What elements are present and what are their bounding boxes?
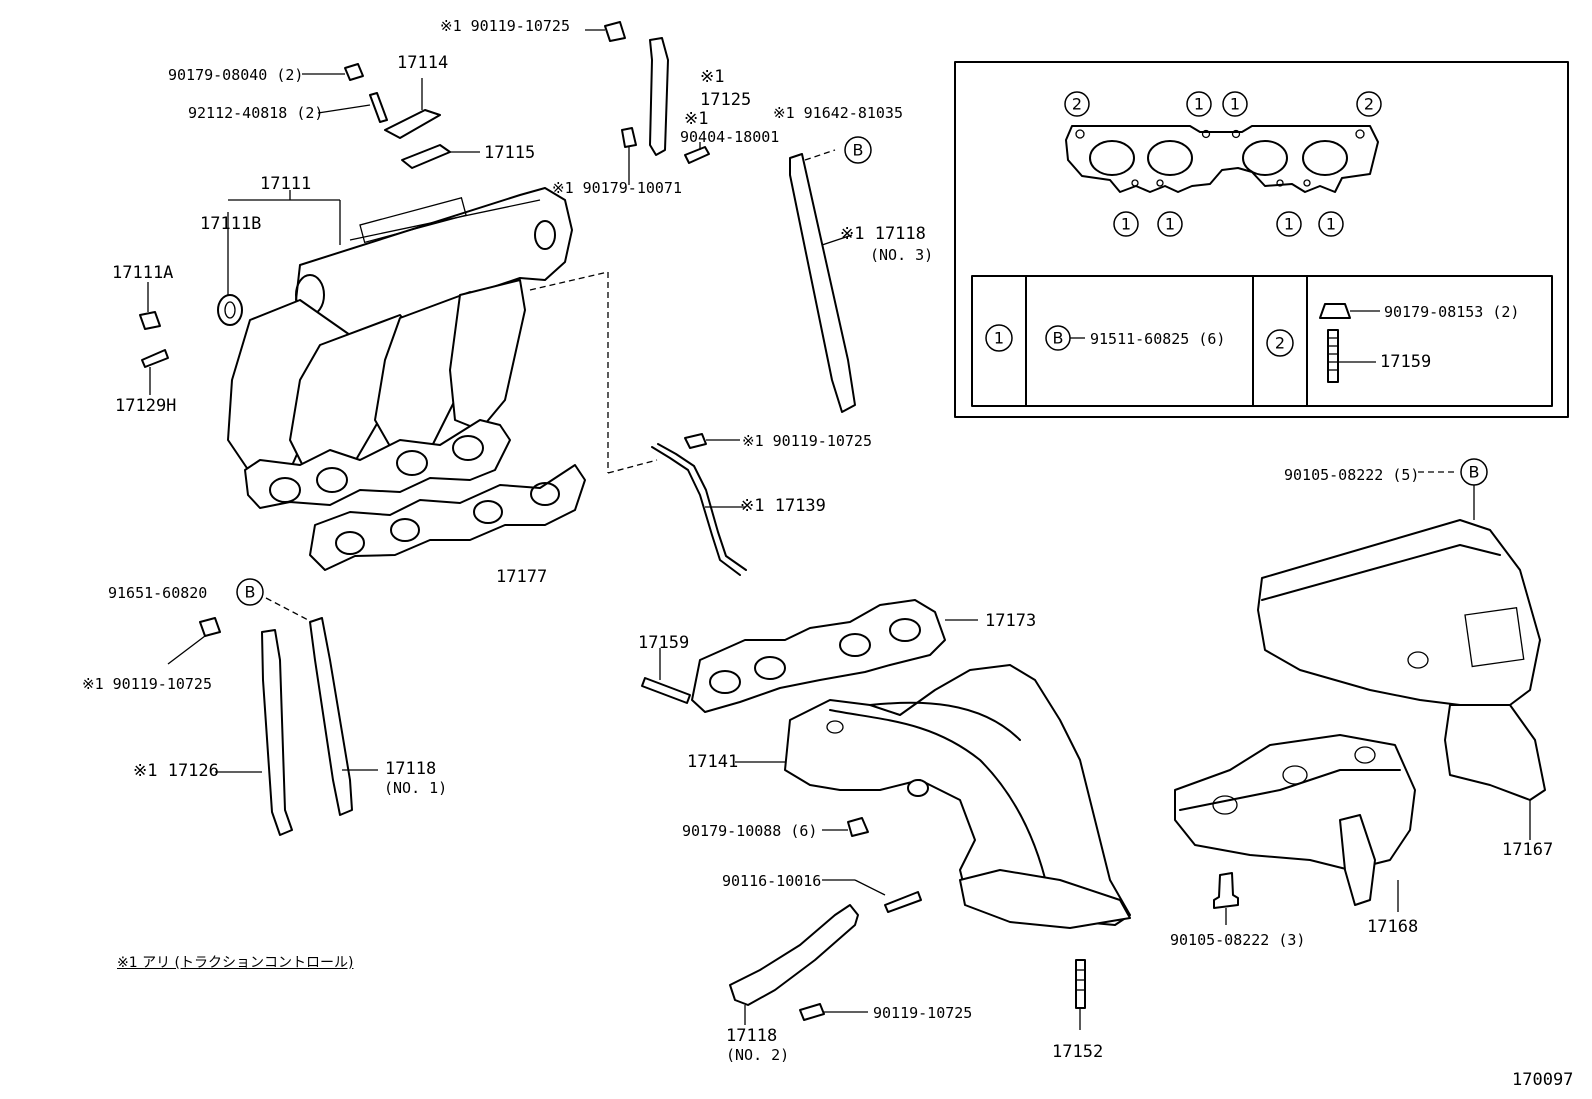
stays-lower-left [167,617,378,836]
nut-90179-10088 [847,817,869,837]
inset-gasket-outline [1065,125,1379,193]
label-90179-10071: ※1 90179-10071 [552,179,682,197]
label-17177: 17177 [496,567,548,587]
label-17173: 17173 [985,611,1037,631]
label-90404-18001: 90404-18001 [680,128,780,146]
marker-b [236,578,264,606]
label-17111: 17111 [260,174,312,194]
gasket-17177 [309,464,586,571]
marker-b-text: B [1053,329,1064,348]
marker-2 [1266,329,1294,357]
marker-2 [1064,91,1090,117]
label-17115: 17115 [484,143,536,163]
label-17141: 17141 [687,752,739,772]
label-91651-60820: 91651-60820 [108,584,208,602]
marker-1 [1276,211,1302,237]
stays-upper [585,21,856,413]
label-kome1-17125: ※1 [700,67,725,87]
dashed-links [265,271,658,623]
marker-1-text: 1 [1165,215,1175,234]
marker-b [844,136,872,164]
exhaust-manifold-17141 [784,664,1131,929]
marker-1 [1318,211,1344,237]
heat-insulator-17168 [1174,734,1416,906]
label-17118-no3: ※1 17118 [840,224,926,244]
label-90119-10725-bottom: 90119-10725 [873,1004,973,1022]
label-kome1-90404: ※1 [684,109,709,129]
label-90179-10088: 90179-10088 (6) [682,822,818,840]
upper-manifold-17111 [227,187,573,509]
marker-1 [1157,211,1183,237]
marker-b-text: B [1469,463,1480,482]
marker-1-text: 1 [1230,95,1240,114]
gasket-17173 [691,599,946,713]
label-90119-10725-left: ※1 90119-10725 [82,675,212,693]
marker-b-text: B [245,583,256,602]
label-90179-08153: 90179-08153 (2) [1384,303,1520,321]
marker-1-text: 1 [1326,215,1336,234]
label-17118-no1: 17118 [385,759,437,779]
footnote-traction-control: ※1 アリ (トラクションコントロール) [117,955,354,971]
label-90116-10016: 90116-10016 [722,872,822,890]
label-diagram-number: 170097 [1512,1070,1574,1090]
label-90105-08222-3: 90105-08222 (3) [1170,931,1306,949]
tube-17139 [651,446,741,576]
marker-1-text: 1 [1121,215,1131,234]
label-17111A: 17111A [112,263,174,283]
marker-2-text: 2 [1364,95,1374,114]
label-90119-10725-top: ※1 90119-10725 [440,17,570,35]
label-17168: 17168 [1367,917,1419,937]
label-91511-60825: 91511-60825 (6) [1090,330,1226,348]
heat-insulator-17167 [1257,519,1546,801]
label-17159-a: 17159 [638,633,690,653]
marker-1-text: 1 [994,329,1004,348]
label-17118-no2: 17118 [726,1026,778,1046]
marker-1-text: 1 [1284,215,1294,234]
label-17139: ※1 17139 [740,496,826,516]
label-17114: 17114 [397,53,449,73]
marker-2-text: 2 [1275,334,1285,353]
label-90105-08222-5: 90105-08222 (5) [1284,466,1420,484]
label-17129H: 17129H [115,396,177,416]
marker-1 [985,324,1013,352]
label-17167: 17167 [1502,840,1554,860]
marker-b [1045,325,1071,351]
marker-1-text: 1 [1194,95,1204,114]
label-17152: 17152 [1052,1042,1104,1062]
marker-1 [1186,91,1212,117]
b-markers: B B B [236,136,1488,606]
label-90119-10725-mid: ※1 90119-10725 [742,432,872,450]
label-90179-08040: 90179-08040 (2) [168,66,304,84]
label-91642-81035: ※1 91642-81035 [773,104,903,122]
inset-legend-box [954,61,1569,418]
label-17111B: 17111B [200,214,262,234]
marker-1 [1113,211,1139,237]
label-92112-40818: 92112-40818 (2) [188,104,324,122]
small-parts-upper-left [139,63,480,395]
label-17125: 17125 [700,90,752,110]
label-no3: (NO. 3) [870,246,934,264]
inset-markers: 2 1 1 2 1 1 1 1 1 2 B [985,91,1382,357]
label-no2: (NO. 2) [726,1046,790,1064]
marker-b-text: B [853,141,864,160]
marker-1 [1222,91,1248,117]
label-17126: ※1 17126 [133,761,219,781]
marker-2 [1356,91,1382,117]
label-no1: (NO. 1) [384,779,448,797]
stay-17118-no2 [729,904,859,1006]
marker-2-text: 2 [1072,95,1082,114]
label-17159-b: 17159 [1380,352,1432,372]
